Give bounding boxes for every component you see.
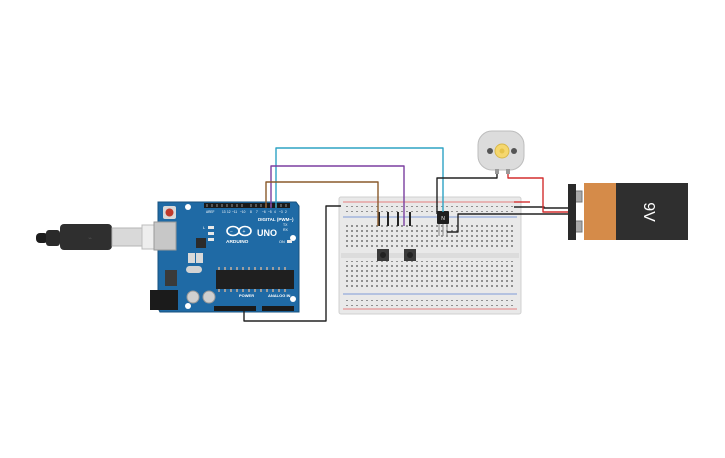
svg-text:4: 4 — [274, 210, 276, 214]
rx-label: RX — [283, 228, 289, 232]
breadboard[interactable]: N — [338, 196, 522, 315]
svg-text:AREF: AREF — [206, 210, 215, 214]
pushbutton-1[interactable] — [377, 249, 389, 261]
analog-header-label: ANALOG IN — [268, 293, 291, 298]
wire-black-motor[interactable] — [436, 172, 498, 214]
digital-header-label: DIGITAL (PWM~) — [258, 217, 294, 222]
wire-black-transistor[interactable] — [447, 213, 575, 233]
wire-brown[interactable] — [265, 181, 379, 226]
dc-motor[interactable] — [477, 130, 525, 174]
digital-header[interactable] — [204, 203, 290, 208]
pushbutton-2[interactable] — [404, 249, 416, 261]
svg-text:13: 13 — [222, 210, 226, 214]
svg-text:12: 12 — [227, 210, 231, 214]
battery-9v[interactable]: 9V — [568, 183, 688, 240]
analog-header[interactable] — [262, 306, 294, 311]
svg-text:~10: ~10 — [240, 210, 246, 214]
wire-teal[interactable] — [275, 147, 444, 212]
power-header[interactable] — [214, 306, 256, 311]
battery-wrap — [584, 183, 616, 240]
arduino-brand-text: ARDUINO — [226, 239, 249, 245]
wire-black-gnd[interactable] — [243, 205, 341, 322]
svg-text:7: 7 — [256, 210, 258, 214]
transistor[interactable]: N — [437, 211, 449, 236]
svg-text:~5: ~5 — [268, 210, 272, 214]
arduino-logo-icon: − + — [226, 225, 252, 237]
svg-text:~11: ~11 — [232, 210, 237, 214]
battery-label: 9V — [640, 202, 657, 222]
svg-text:8: 8 — [250, 210, 252, 214]
wire-red-battery[interactable] — [507, 172, 575, 213]
svg-text:⌁: ⌁ — [88, 236, 92, 242]
l-led-label: L — [203, 225, 206, 230]
atmega-chip — [216, 270, 294, 289]
tx-label: TX — [283, 223, 288, 227]
on-led-label: ON — [279, 240, 285, 244]
power-header-label: POWER — [239, 293, 254, 298]
svg-text:+: + — [243, 229, 246, 235]
wire-black-rail[interactable] — [514, 206, 572, 209]
power-jack[interactable] — [150, 290, 178, 310]
svg-text:~3: ~3 — [279, 210, 283, 214]
arduino-model-text: UNO — [257, 228, 277, 238]
svg-text:~6: ~6 — [262, 210, 266, 214]
wire-purple[interactable] — [270, 165, 405, 226]
wires[interactable] — [243, 147, 575, 322]
transistor-label: N — [441, 216, 445, 222]
svg-text:2: 2 — [285, 210, 287, 214]
svg-text:−: − — [230, 229, 233, 235]
